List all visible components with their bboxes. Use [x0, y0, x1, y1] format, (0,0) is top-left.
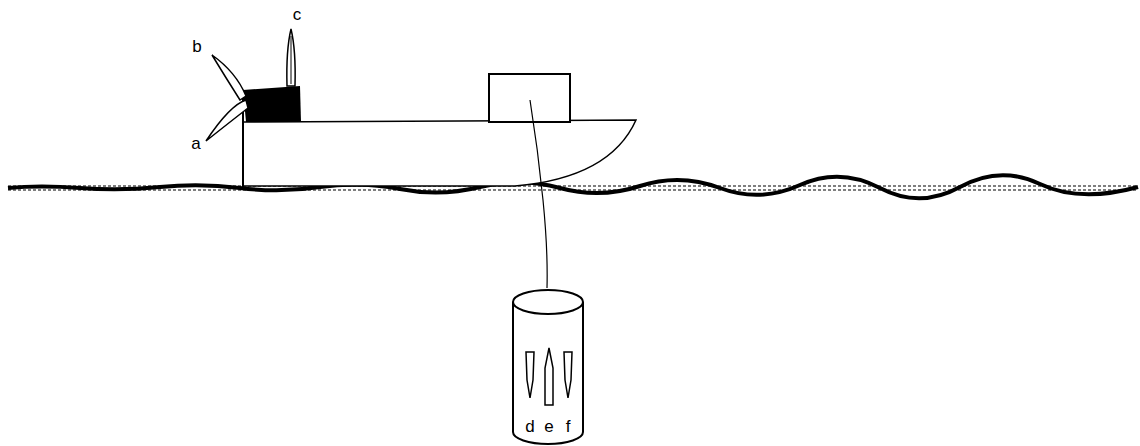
callout-letter: c [293, 6, 302, 23]
submerged-cylinder [513, 302, 583, 444]
tether-cable [530, 100, 547, 288]
boat-hull [243, 120, 636, 186]
deck-box [489, 74, 570, 122]
water-blade [545, 348, 553, 405]
turbine-nacelle [243, 86, 301, 122]
cylinder-top [513, 290, 583, 314]
water-blade [564, 352, 572, 398]
callout-letter: f [566, 418, 571, 435]
callout-letter: a [191, 135, 200, 152]
callout-letter: d [525, 418, 534, 435]
water-blade [526, 352, 534, 398]
water-surface [8, 175, 1138, 198]
water-texture [8, 186, 1138, 190]
turbine-blade [206, 100, 248, 141]
blade-midline [291, 36, 292, 84]
callout-letter: b [192, 38, 201, 55]
turbine-blade [212, 55, 246, 100]
callout-letter: e [544, 418, 553, 435]
turbine-blade [287, 29, 295, 86]
